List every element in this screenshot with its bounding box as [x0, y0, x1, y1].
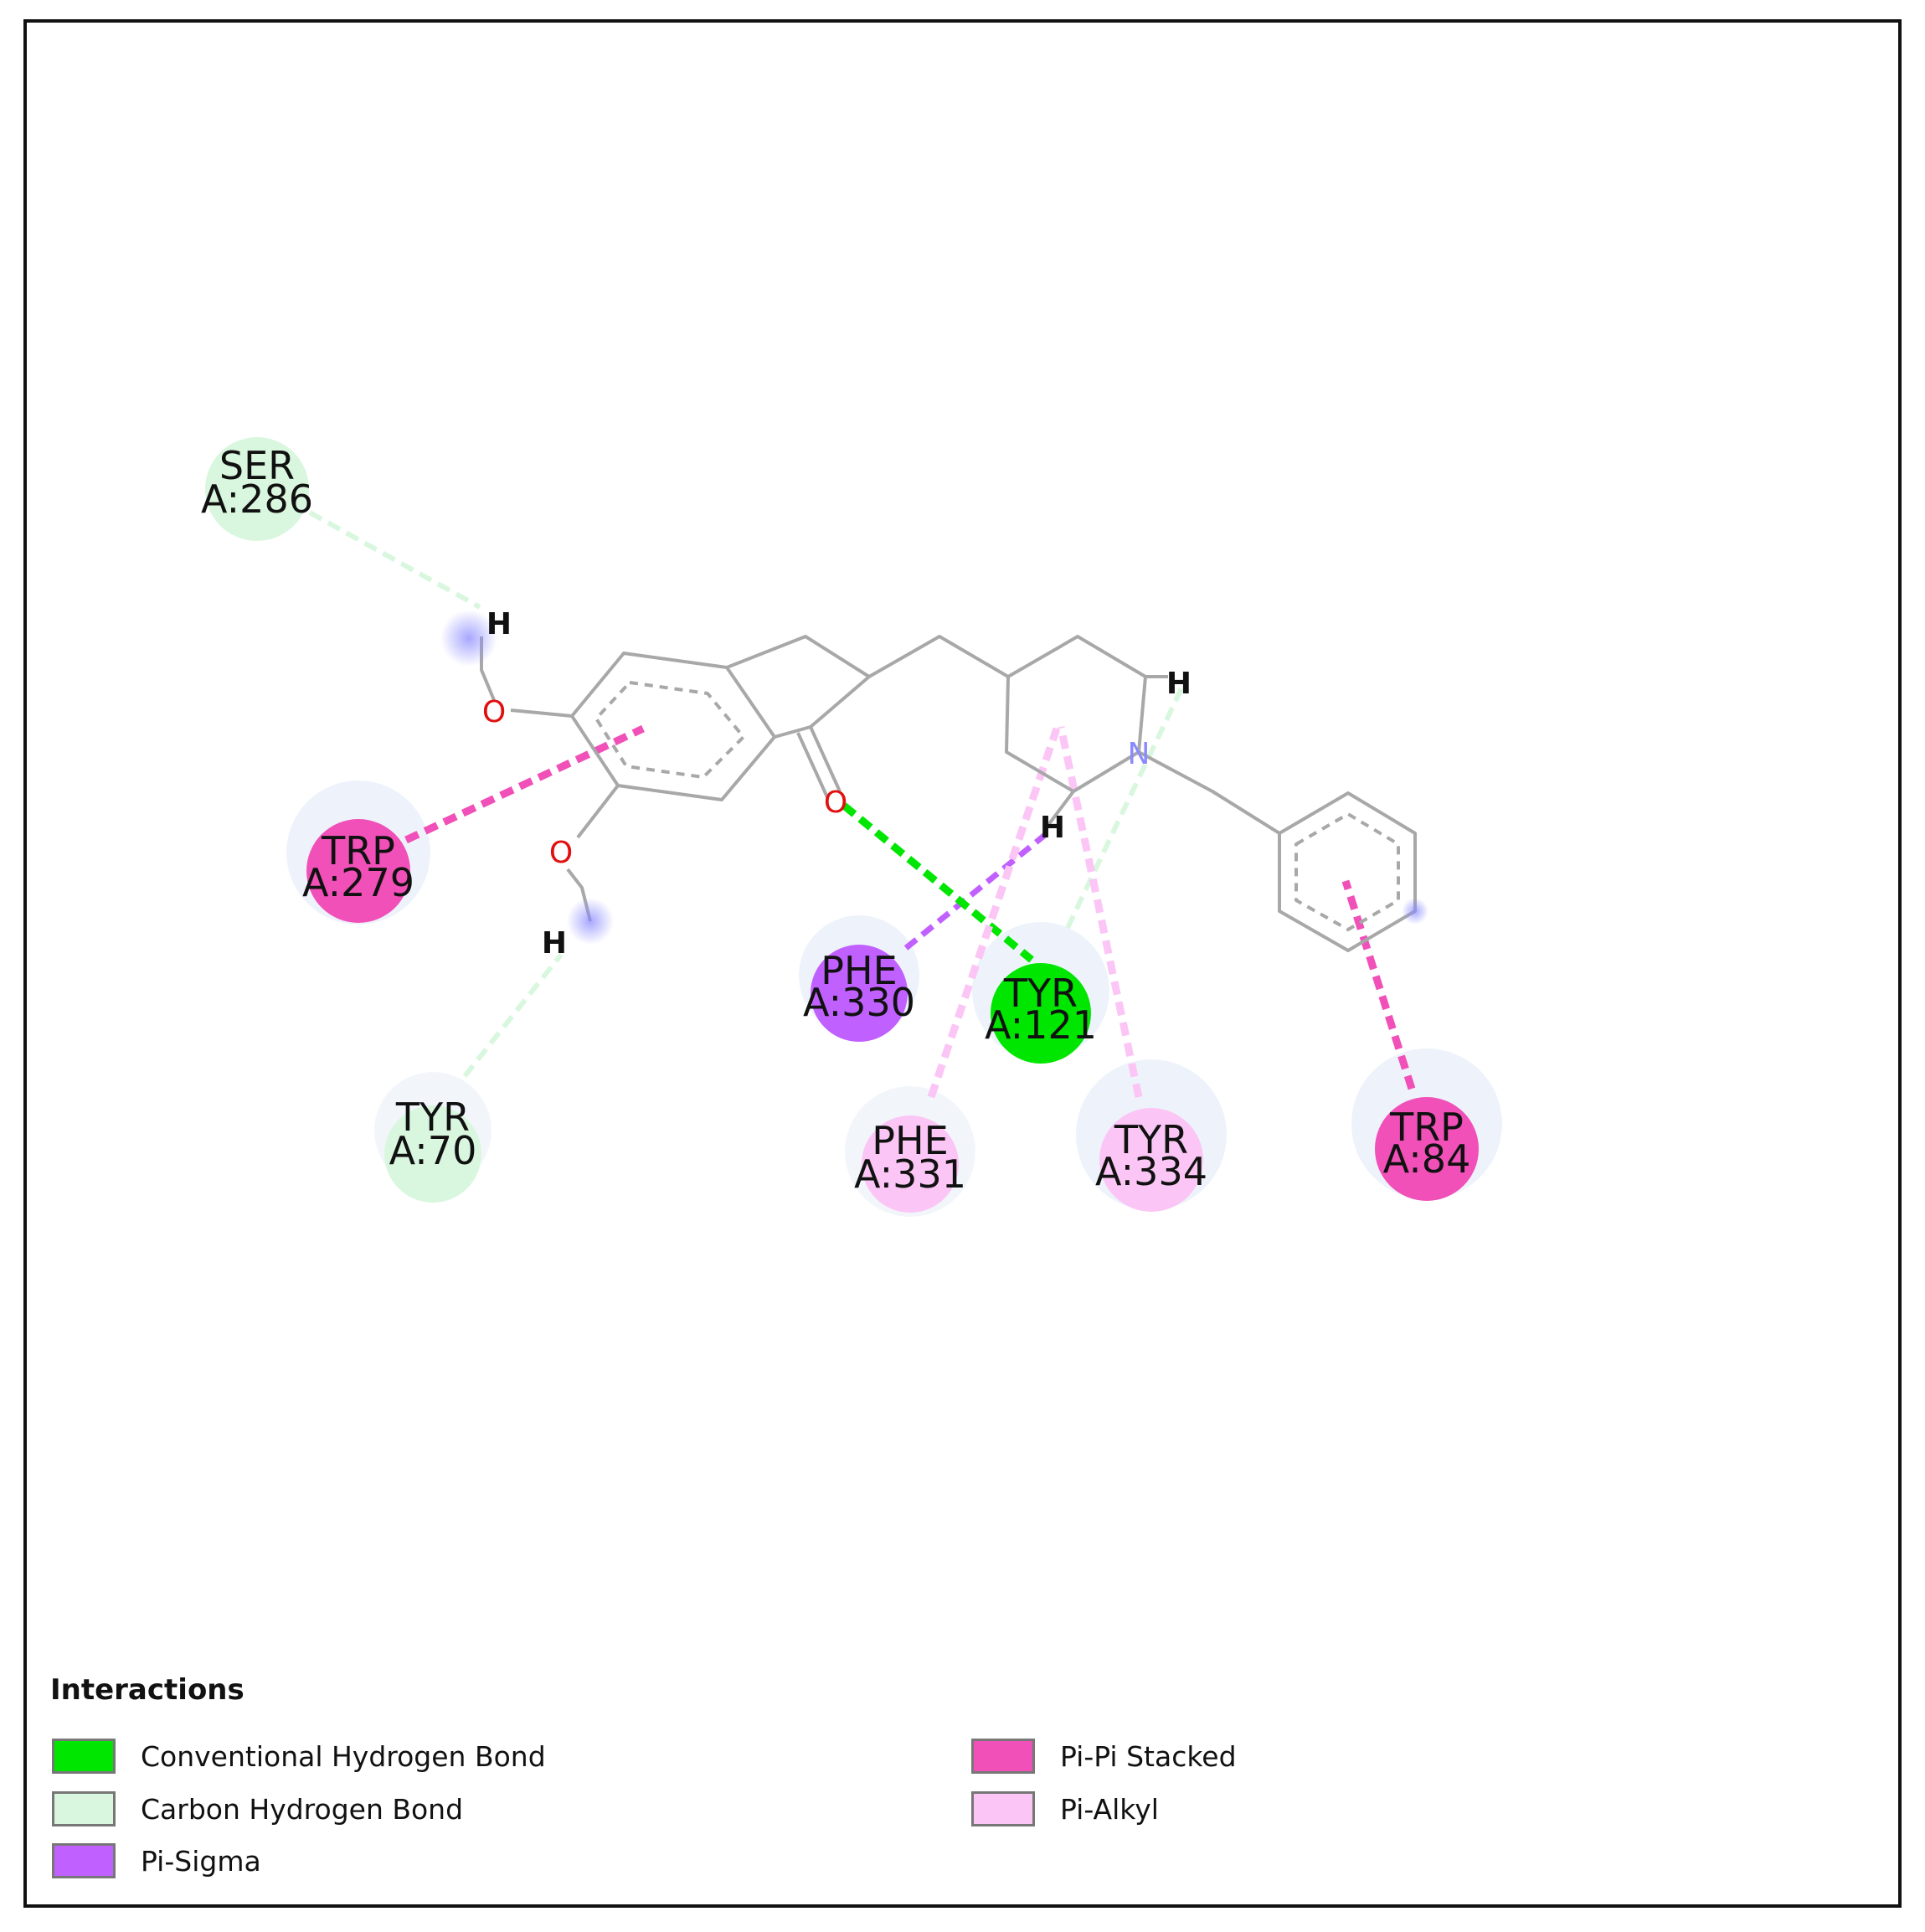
label-tyr70-num: A:70: [389, 1128, 477, 1173]
legend-item-pi-sigma: Pi-Sigma: [52, 1842, 261, 1880]
atom-o-mid: O: [549, 836, 573, 870]
line-tyr121-hpip: [1065, 685, 1185, 930]
atom-h-top: H: [486, 607, 512, 641]
legend-label-carbon-h-bond: Carbon Hydrogen Bond: [141, 1792, 464, 1826]
legend-swatch-pi-alkyl: [971, 1791, 1035, 1826]
atom-h-low: H: [542, 926, 567, 961]
legend-label-pi-alkyl: Pi-Alkyl: [1060, 1792, 1159, 1826]
legend-swatch-pi-pi-stacked: [971, 1739, 1035, 1774]
indanone-five-ring: [726, 635, 871, 739]
line-phe331-ring: [927, 727, 1061, 1099]
label-trp84-name: TRP: [1389, 1105, 1464, 1150]
label-ser286-num: A:286: [201, 477, 313, 522]
label-trp279-num: A:279: [302, 860, 414, 905]
halo-benzyl-edge: [1402, 898, 1428, 925]
label-phe330-name: PHE: [821, 948, 897, 993]
residue-labels: SER A:286 TRP A:279 TYR A:70 PHE A:330 T…: [201, 443, 1470, 1197]
methylene-linker: [868, 635, 1010, 678]
residue-trp84: [1375, 1097, 1479, 1201]
residue-tyr70: [384, 1105, 481, 1203]
benzyl-aromatic-inner: [1294, 812, 1400, 931]
legend-label-pi-pi-stacked: Pi-Pi Stacked: [1060, 1739, 1237, 1773]
label-phe331-name: PHE: [872, 1118, 948, 1163]
indanone-benzene-ring: [570, 652, 776, 801]
halo-h-top: [440, 610, 497, 667]
atom-h-pip-mid: H: [1040, 811, 1065, 845]
ligand-bonds: [480, 635, 1417, 952]
legend-item-conventional-h-bond: Conventional Hydrogen Bond: [52, 1737, 546, 1775]
legend-item-carbon-h-bond: Carbon Hydrogen Bond: [52, 1790, 463, 1828]
benzyl-linker: [1138, 750, 1281, 835]
label-tyr334-name: TYR: [1114, 1117, 1188, 1162]
atom-h-pip-top: H: [1166, 667, 1192, 701]
o-mid-bond: [576, 784, 620, 839]
label-tyr334-num: A:334: [1095, 1149, 1207, 1194]
h-pip-mid-bond: [1047, 790, 1075, 827]
legend-label-pi-sigma: Pi-Sigma: [141, 1844, 261, 1878]
legend-swatch-conventional-h-bond: [52, 1739, 116, 1774]
piperidine-ring: [1005, 635, 1147, 793]
legend-swatch-carbon-h-bond: [52, 1791, 116, 1826]
residue-ser286: [205, 437, 309, 541]
carbonyl-bond-b: [796, 732, 829, 798]
label-trp279-name: TRP: [321, 828, 395, 873]
residue-tyr121: [991, 963, 1091, 1064]
legend-title: Interactions: [50, 1673, 244, 1707]
line-tyr334-ring: [1057, 726, 1143, 1098]
residue-trp279: [306, 819, 410, 923]
legend-swatch-pi-sigma: [52, 1843, 116, 1878]
atom-labels: H O O H O N H H: [482, 607, 1192, 961]
diagram-frame: [23, 19, 1902, 1908]
line-trp84-ring: [1341, 879, 1416, 1090]
legend-label-conventional-h-bond: Conventional Hydrogen Bond: [141, 1739, 546, 1773]
atom-o-top: O: [482, 695, 506, 729]
label-ser286-name: SER: [219, 443, 295, 488]
line-tyr70-h: [462, 953, 564, 1078]
atom-halos: [440, 610, 1428, 945]
label-phe331-num: A:331: [854, 1151, 966, 1197]
label-trp84-num: A:84: [1383, 1136, 1471, 1182]
residue-phe330: [811, 945, 908, 1042]
atom-n-piperidine: N: [1128, 737, 1150, 771]
line-trp279-ring: [404, 724, 645, 844]
line-phe330-h: [903, 832, 1047, 951]
indanone-aromatic-inner: [594, 681, 745, 779]
label-phe330-num: A:330: [803, 980, 915, 1025]
residue-discs: [205, 437, 1479, 1213]
legend-item-pi-pi-stacked: Pi-Pi Stacked: [971, 1737, 1237, 1775]
residue-phe331: [862, 1115, 959, 1213]
line-ser286-h: [308, 510, 481, 610]
halo-h-low: [567, 898, 614, 945]
benzyl-ring: [1278, 791, 1417, 952]
label-tyr121-name: TYR: [1003, 971, 1078, 1016]
carbonyl-bond-a: [809, 726, 842, 792]
residue-tyr334: [1099, 1108, 1203, 1212]
atom-o-carbonyl: O: [824, 786, 847, 820]
label-tyr121-num: A:121: [985, 1002, 1097, 1048]
label-tyr70-name: TYR: [395, 1095, 470, 1140]
interaction-lines: [308, 510, 1416, 1099]
o-top-bond: [510, 708, 573, 718]
legend-item-pi-alkyl: Pi-Alkyl: [971, 1790, 1159, 1828]
